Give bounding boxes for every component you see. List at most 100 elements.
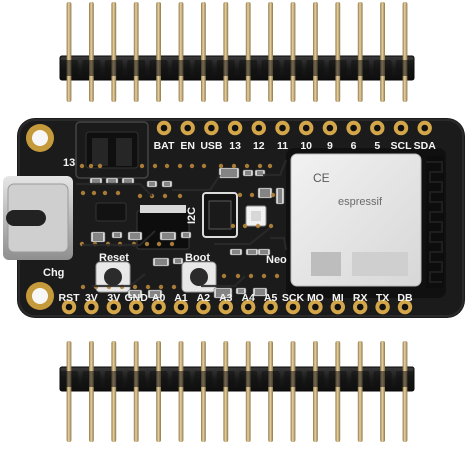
via-pad	[80, 284, 86, 290]
via-pad	[268, 223, 274, 229]
led-13-label: 13	[63, 157, 75, 169]
mounting-hole-bottom-left	[26, 282, 54, 310]
pin-label: USB	[200, 140, 223, 152]
header-pin	[268, 2, 273, 102]
smd-body	[92, 179, 100, 183]
pin-hole	[401, 303, 409, 311]
smd-body	[245, 171, 251, 175]
smd-body	[183, 233, 189, 237]
smd-component	[90, 231, 106, 243]
header-pin	[357, 2, 363, 102]
header-pin-shroud	[284, 371, 302, 387]
header-pin	[335, 341, 341, 442]
smd-body	[155, 259, 167, 265]
smd-component	[275, 187, 285, 205]
header-pin-shroud	[373, 371, 392, 387]
wifi-module: CE espressif	[286, 148, 446, 298]
smd-body	[130, 291, 140, 297]
smd-body	[108, 179, 116, 183]
via-pad	[189, 163, 195, 169]
via-pad	[221, 273, 227, 279]
pin-hole	[267, 303, 274, 311]
pin-label: 5	[374, 140, 380, 152]
header-pin	[380, 341, 385, 442]
pin-hole	[222, 303, 230, 311]
header-pin-shroud	[396, 60, 414, 76]
smd-body	[164, 182, 170, 186]
pin-label: RX	[353, 292, 368, 304]
header-pin-shroud	[306, 371, 325, 387]
via-pad	[144, 241, 150, 247]
header-pin-shroud	[261, 60, 280, 76]
header-pin-shroud	[82, 60, 101, 76]
pin-hole	[279, 124, 286, 132]
pin-hole	[231, 124, 239, 132]
pin-label: SCL	[391, 140, 413, 152]
header-pin	[133, 2, 139, 102]
via-pad	[270, 192, 276, 198]
smd-body	[257, 171, 263, 175]
smd-body	[260, 250, 268, 254]
smd-component	[218, 167, 240, 179]
via-pad	[169, 241, 175, 247]
header-pin-shroud	[284, 60, 302, 76]
via-pad	[201, 163, 207, 169]
header-pin-shroud	[172, 371, 190, 387]
pin-header-bottom	[59, 341, 415, 442]
via-pad	[158, 284, 164, 290]
header-pin-shroud	[60, 371, 78, 387]
header-pin	[89, 341, 94, 442]
pin-label: MI	[332, 292, 344, 304]
header-pin-shroud	[328, 60, 347, 76]
pcb-trace	[92, 273, 146, 288]
header-pin-shroud	[396, 371, 414, 387]
header-pin-shroud	[216, 60, 235, 76]
via-pad	[242, 223, 248, 229]
pin-label: DB	[397, 292, 413, 304]
via-pad	[177, 163, 183, 169]
header-pin	[111, 2, 117, 102]
header-pin-shroud	[127, 371, 146, 387]
pcb-trace	[76, 182, 153, 197]
pin-label: 3V	[107, 292, 120, 304]
header-pin-shroud	[239, 60, 258, 76]
header-pin	[201, 2, 206, 102]
pin-hole	[177, 303, 185, 311]
pcb-trace	[172, 174, 221, 192]
pin-label: TX	[376, 292, 389, 304]
smd-body	[150, 291, 160, 297]
battery-connector	[75, 121, 149, 179]
via-pad	[91, 190, 97, 196]
via-pad	[261, 273, 267, 279]
pin-label: 10	[300, 140, 312, 152]
pin-label: GND	[125, 292, 149, 304]
pin-hole	[132, 303, 140, 311]
header-pin	[245, 341, 251, 442]
voltage-regulator	[136, 205, 190, 250]
reset-button	[95, 261, 131, 293]
via-pad	[257, 163, 263, 169]
header-pin	[223, 2, 229, 102]
charging-ic	[95, 202, 127, 222]
header-pin	[66, 2, 72, 102]
header-pin	[156, 341, 161, 442]
smd-body	[238, 289, 244, 293]
smd-body	[93, 233, 103, 241]
pin-hole	[200, 303, 207, 311]
header-pin-shroud	[216, 371, 235, 387]
pin-label: BAT	[154, 140, 175, 152]
smd-body	[162, 233, 174, 239]
pin-hole	[421, 124, 429, 132]
pin-hole	[155, 303, 162, 311]
via-pad	[79, 163, 85, 169]
smd-body	[124, 179, 132, 183]
header-pin-shroud	[194, 60, 213, 76]
pin-hole	[374, 124, 381, 132]
pin-hole	[350, 124, 357, 132]
pin-hole	[184, 124, 191, 132]
via-pad	[171, 284, 177, 290]
via-pad	[177, 193, 183, 199]
